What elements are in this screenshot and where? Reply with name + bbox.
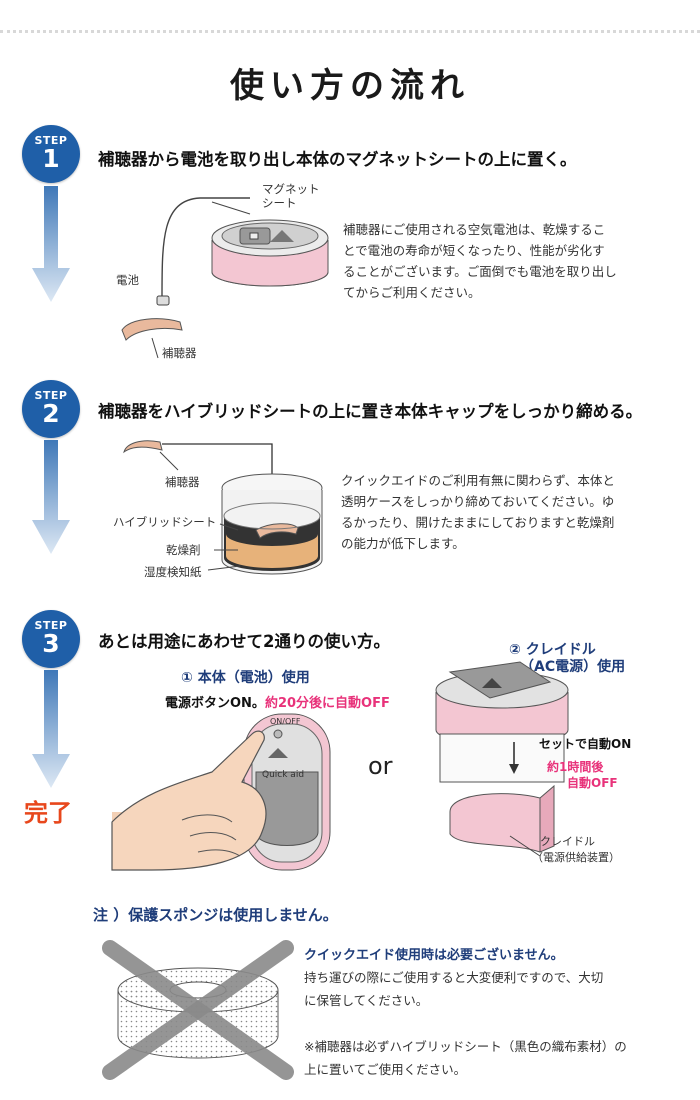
note-body: 持ち運びの際にご使用すると大変便利ですので、大切 に保管してください。 ※補聴器… bbox=[304, 966, 627, 1081]
option2-set-auto-on: セットで自動ON bbox=[539, 737, 632, 751]
step1-label-sheet: シート bbox=[262, 196, 297, 210]
option1-illustration bbox=[111, 713, 331, 871]
step1-label-hearing-aid: 補聴器 bbox=[162, 346, 197, 360]
step1-badge-label: STEP bbox=[34, 134, 68, 147]
step2-down-arrow-icon bbox=[32, 440, 70, 554]
option2-timer-line1: 約1時間後 bbox=[547, 760, 604, 774]
option1-title: ① 本体（電池）使用 bbox=[181, 670, 310, 686]
step2-badge-label: STEP bbox=[34, 389, 68, 402]
step1-text-line: とで電池の寿命が短くなったり、性能が劣化す bbox=[343, 243, 605, 258]
cradle-label-line1: クレイドル bbox=[540, 835, 595, 848]
step2-badge-number: 2 bbox=[42, 399, 60, 428]
step1-label-battery: 電池 bbox=[116, 273, 139, 287]
top-dotted-divider bbox=[0, 30, 700, 33]
option2-illustration bbox=[435, 661, 569, 857]
step3-down-arrow-icon bbox=[32, 670, 70, 788]
step1-description: 補聴器にご使用される空気電池は、乾燥するこ とで電池の寿命が短くなったり、性能が… bbox=[343, 219, 617, 303]
option2-timer-line2: 自動OFF bbox=[567, 776, 618, 790]
step2-text-line: るかったり、開けたままにしておりますと乾燥剤 bbox=[341, 515, 615, 530]
step3-badge: STEP 3 bbox=[22, 610, 80, 668]
step1-badge: STEP 1 bbox=[22, 125, 80, 183]
step2-label-hybrid-sheet: ハイブリッドシート bbox=[113, 515, 217, 529]
step1-label-magnet: マグネット bbox=[262, 182, 320, 196]
cradle-label-line2: （電源供給装置） bbox=[532, 851, 620, 864]
sponge-crossed-illustration bbox=[102, 940, 294, 1080]
note-subtitle: クイックエイド使用時は必要ございません。 bbox=[304, 948, 564, 963]
page-title: 使い方の流れ bbox=[230, 66, 470, 106]
option2-title-line1: ② クレイドル bbox=[509, 642, 596, 658]
note-line: ※補聴器は必ずハイブリッドシート（黒色の織布素材）の bbox=[304, 1039, 627, 1054]
note-line: 上に置いてご使用ください。 bbox=[304, 1062, 467, 1077]
device-onoff-label: ON/OFF bbox=[270, 717, 301, 726]
step1-text-line: ることがございます。ご面倒でも電池を取り出し bbox=[343, 264, 617, 279]
step2-description: クイックエイドのご利用有無に関わらず、本体と 透明ケースをしっかり締めておいてく… bbox=[341, 470, 615, 554]
step2-illustration bbox=[123, 440, 323, 575]
step1-text-line: 補聴器にご使用される空気電池は、乾燥するこ bbox=[343, 222, 606, 237]
or-text: or bbox=[368, 752, 393, 780]
step2-text-line: クイックエイドのご利用有無に関わらず、本体と bbox=[341, 473, 615, 488]
step2-label-hearing-aid: 補聴器 bbox=[165, 475, 200, 489]
step2-label-humidity-paper: 湿度検知紙 bbox=[144, 565, 202, 579]
step1-down-arrow-icon bbox=[32, 186, 70, 302]
note-line: に保管してください。 bbox=[304, 993, 429, 1008]
option1-desc-timer: 約20分後に自動OFF bbox=[264, 696, 390, 711]
done-label: 完了 bbox=[24, 799, 72, 827]
note-title: 注 ）保護スポンジは使用しません。 bbox=[93, 906, 338, 924]
option2-title-line2: （AC電源）使用 bbox=[520, 659, 626, 675]
step2-label-desiccant: 乾燥剤 bbox=[166, 543, 201, 557]
step1-illustration bbox=[121, 197, 329, 359]
option1-desc-power: 電源ボタンON。 bbox=[165, 696, 265, 711]
step2-badge: STEP 2 bbox=[22, 380, 80, 438]
step3-badge-label: STEP bbox=[34, 619, 68, 632]
step3-badge-number: 3 bbox=[42, 629, 60, 658]
device-brand-label: Quick aid bbox=[262, 770, 305, 780]
step2-heading: 補聴器をハイブリッドシートの上に置き本体キャップをしっかり締める。 bbox=[98, 402, 643, 421]
step1-badge-number: 1 bbox=[42, 144, 60, 173]
note-line: 持ち運びの際にご使用すると大変便利ですので、大切 bbox=[304, 970, 604, 985]
step1-text-line: てからご利用ください。 bbox=[343, 285, 481, 300]
step1-heading: 補聴器から電池を取り出し本体のマグネットシートの上に置く。 bbox=[98, 150, 577, 169]
step2-text-line: の能力が低下します。 bbox=[341, 536, 465, 551]
note-line-spacer bbox=[304, 1012, 627, 1035]
step3-heading: あとは用途にあわせて2通りの使い方。 bbox=[98, 632, 390, 651]
option1-description: 電源ボタンON。約20分後に自動OFF bbox=[165, 692, 390, 711]
step2-text-line: 透明ケースをしっかり締めておいてください。ゆ bbox=[341, 494, 615, 509]
